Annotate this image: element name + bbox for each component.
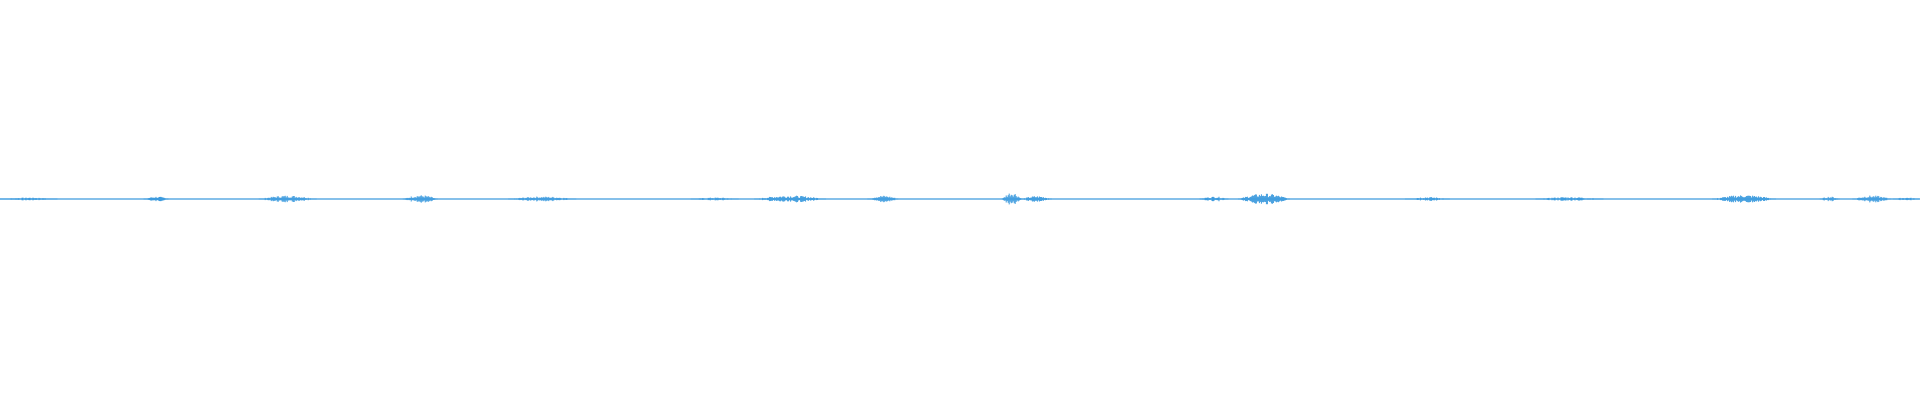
waveform-bars <box>0 193 1920 205</box>
